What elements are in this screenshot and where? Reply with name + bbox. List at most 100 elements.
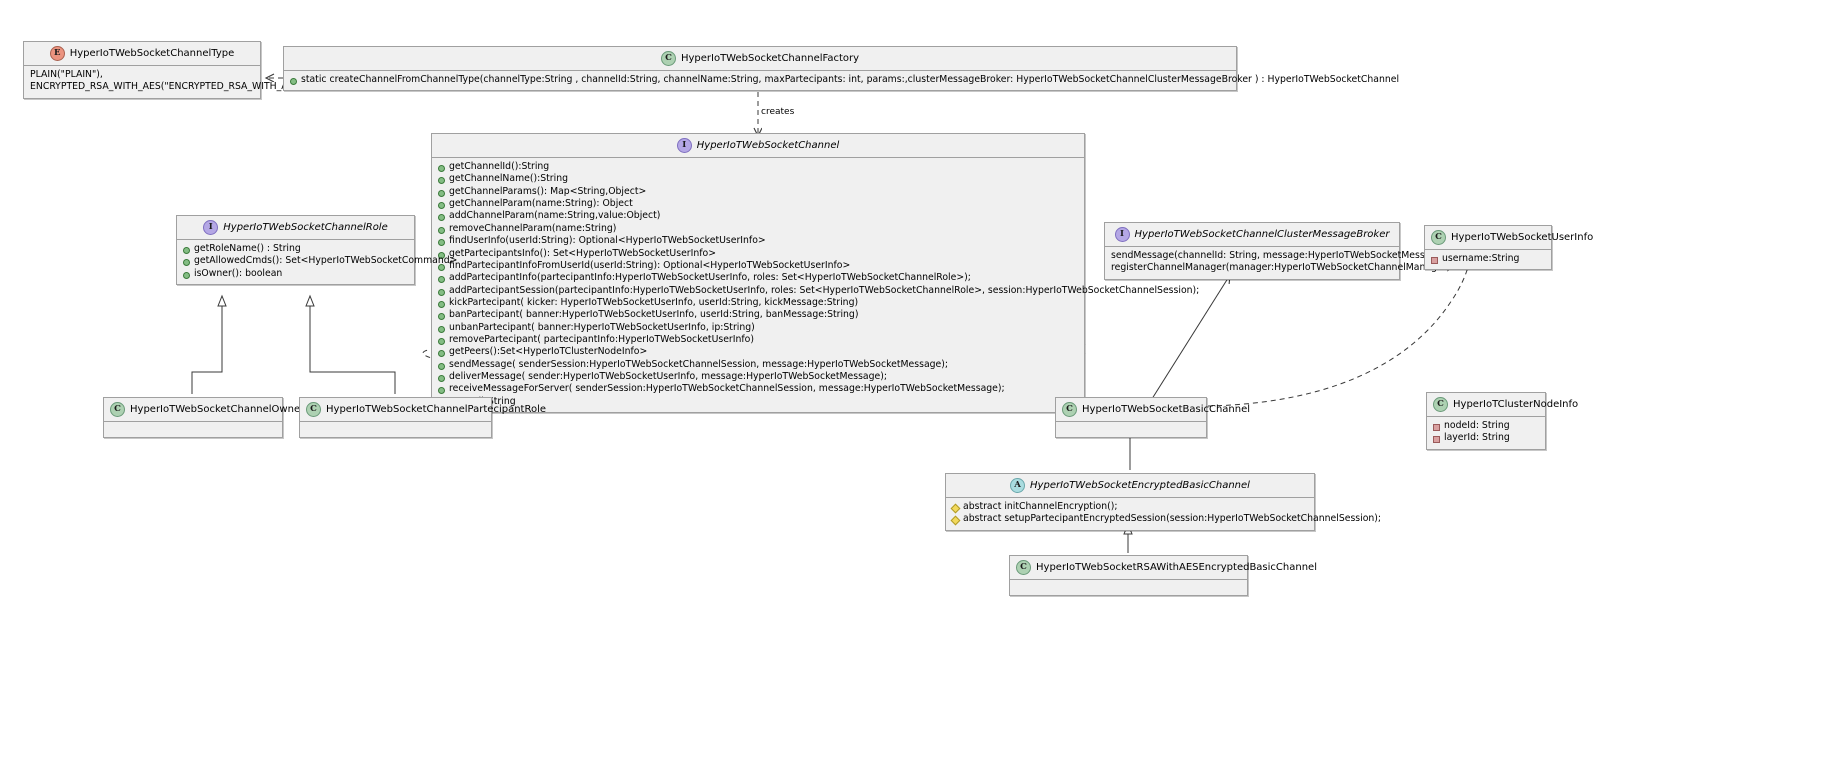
node-title: HyperIoTWebSocketChannelClusterMessageBr… bbox=[1134, 229, 1390, 240]
public-method-icon bbox=[438, 226, 445, 234]
node-encrypted-basic-channel[interactable]: A HyperIoTWebSocketEncryptedBasicChannel… bbox=[945, 473, 1381, 531]
member-text: unbanPartecipant( banner:HyperIoTWebSock… bbox=[449, 321, 755, 333]
public-method-icon bbox=[438, 177, 445, 185]
node-user-info[interactable]: C HyperIoTWebSocketUserInfo username:Str… bbox=[1424, 225, 1593, 271]
node-cluster-message-broker[interactable]: I HyperIoTWebSocketChannelClusterMessage… bbox=[1104, 222, 1450, 280]
member-text: getPartecipantsInfo(): Set<HyperIoTWebSo… bbox=[449, 247, 717, 259]
public-method-icon bbox=[290, 78, 297, 85]
node-title: HyperIoTWebSocketChannelRole bbox=[223, 222, 388, 233]
member-text: getPeers():Set<HyperIoTClusterNodeInfo> bbox=[449, 346, 648, 358]
member-row: receiveMessageForServer( senderSession:H… bbox=[437, 383, 1079, 395]
member-text: nodeId: String bbox=[1444, 420, 1510, 431]
member-text: addPartecipantInfo(partecipantInfo:Hyper… bbox=[449, 272, 971, 284]
public-method-icon bbox=[438, 387, 445, 395]
member-text: layerId: String bbox=[1444, 432, 1510, 444]
member-row: removeChannelParam(name:String) bbox=[437, 223, 1079, 235]
node-channel-factory[interactable]: C HyperIoTWebSocketChannelFactory static… bbox=[283, 46, 1399, 92]
member-row: username:String bbox=[1430, 253, 1546, 265]
node-cluster-node-info[interactable]: C HyperIoTClusterNodeInfo nodeId: String… bbox=[1426, 392, 1578, 450]
public-method-icon bbox=[438, 362, 445, 370]
public-method-icon bbox=[438, 239, 445, 247]
public-method-icon bbox=[438, 300, 445, 308]
member-row: kickPartecipant( kicker: HyperIoTWebSock… bbox=[437, 297, 1079, 309]
node-title: HyperIoTWebSocketChannelOwnerRole bbox=[130, 404, 326, 415]
member-text: removeChannelParam(name:String) bbox=[449, 222, 617, 234]
public-method-icon bbox=[438, 375, 445, 383]
member-row: getChannelParams(): Map<String,Object> bbox=[437, 186, 1079, 198]
public-method-icon bbox=[438, 202, 445, 210]
member-text: isOwner(): boolean bbox=[194, 267, 283, 279]
member-text: username:String bbox=[1442, 253, 1520, 264]
node-owner-role[interactable]: C HyperIoTWebSocketChannelOwnerRole bbox=[103, 397, 326, 438]
node-title: HyperIoTWebSocketEncryptedBasicChannel bbox=[1030, 480, 1250, 491]
member-row: findPartecipantInfoFromUserId(userId:Str… bbox=[437, 260, 1079, 272]
node-header: C HyperIoTWebSocketBasicChannel bbox=[1056, 398, 1250, 422]
public-method-icon bbox=[183, 247, 190, 254]
member-text: sendMessage( senderSession:HyperIoTWebSo… bbox=[449, 358, 949, 370]
node-title: HyperIoTWebSocketUserInfo bbox=[1451, 232, 1594, 243]
public-method-icon bbox=[438, 263, 445, 271]
public-method-icon bbox=[438, 214, 445, 222]
member-text: removePartecipant( partecipantInfo:Hyper… bbox=[449, 334, 754, 346]
member-row: isOwner(): boolean bbox=[182, 268, 409, 280]
node-channel-role[interactable]: I HyperIoTWebSocketChannelRole getRoleNa… bbox=[176, 215, 457, 286]
node-rsa-aes-channel[interactable]: C HyperIoTWebSocketRSAWithAESEncryptedBa… bbox=[1009, 555, 1317, 596]
member-text: kickPartecipant( kicker: HyperIoTWebSock… bbox=[449, 296, 859, 308]
node-body: getChannelId():String getChannelName():S… bbox=[432, 158, 1199, 413]
node-body: getRoleName() : String getAllowedCmds():… bbox=[177, 240, 457, 285]
node-body: nodeId: String layerId: String bbox=[1427, 417, 1545, 449]
member-text: findPartecipantInfoFromUserId(userId:Str… bbox=[449, 259, 851, 271]
node-header: C HyperIoTWebSocketUserInfo bbox=[1425, 226, 1593, 250]
node-channel-type-enum[interactable]: E HyperIoTWebSocketChannelType PLAIN("PL… bbox=[23, 41, 308, 99]
public-method-icon bbox=[183, 259, 190, 267]
node-body: abstract initChannelEncryption(); abstra… bbox=[946, 498, 1381, 530]
member-text: addChannelParam(name:String,value:Object… bbox=[449, 210, 661, 222]
member-text: deliverMessage( sender:HyperIoTWebSocket… bbox=[449, 371, 888, 383]
node-title: HyperIoTWebSocketChannelType bbox=[69, 48, 235, 59]
member-row: abstract setupPartecipantEncryptedSessio… bbox=[950, 513, 1381, 526]
node-header: C HyperIoTWebSocketChannelFactory bbox=[284, 47, 1236, 71]
member-text: getChannelName():String bbox=[449, 173, 568, 185]
member-row: addPartecipantSession(partecipantInfo:Hy… bbox=[437, 285, 1199, 297]
public-method-icon bbox=[438, 276, 445, 284]
member-row: getPartecipantsInfo(): Set<HyperIoTWebSo… bbox=[437, 248, 1079, 260]
enum-constant: ENCRYPTED_RSA_WITH_AES("ENCRYPTED_RSA_WI… bbox=[30, 81, 308, 93]
public-method-icon bbox=[438, 313, 445, 321]
node-partecipant-role[interactable]: C HyperIoTWebSocketChannelPartecipantRol… bbox=[299, 397, 546, 438]
member-text: abstract initChannelEncryption(); bbox=[963, 501, 1118, 512]
node-title: HyperIoTWebSocketChannel bbox=[696, 140, 840, 151]
member-row: getChannelName():String bbox=[437, 173, 1079, 185]
class-stereotype-icon: C bbox=[1433, 397, 1448, 412]
protected-method-icon bbox=[950, 503, 961, 514]
node-header: C HyperIoTWebSocketRSAWithAESEncryptedBa… bbox=[1010, 556, 1317, 580]
abstract-stereotype-icon: A bbox=[1010, 478, 1026, 493]
node-title: HyperIoTWebSocketBasicChannel bbox=[1082, 404, 1251, 415]
node-basic-channel[interactable]: C HyperIoTWebSocketBasicChannel bbox=[1055, 397, 1250, 438]
member-text: static createChannelFromChannelType(chan… bbox=[301, 74, 1400, 85]
enum-constant: PLAIN("PLAIN"), bbox=[30, 69, 103, 80]
public-method-icon bbox=[438, 251, 445, 259]
node-header: I HyperIoTWebSocketChannelRole bbox=[177, 216, 414, 240]
member-row: unbanPartecipant( banner:HyperIoTWebSock… bbox=[437, 322, 1079, 334]
class-stereotype-icon: C bbox=[110, 402, 125, 417]
public-method-icon bbox=[438, 189, 445, 197]
member-row: findUserInfo(userId:String): Optional<Hy… bbox=[437, 235, 1079, 247]
node-body: sendMessage(channelId: String, message:H… bbox=[1105, 247, 1450, 279]
member-row: sendMessage( senderSession:HyperIoTWebSo… bbox=[437, 359, 1079, 371]
interface-stereotype-icon: I bbox=[203, 220, 219, 235]
enum-stereotype-icon: E bbox=[49, 46, 65, 61]
member-row: getAllowedCmds(): Set<HyperIoTWebSocketC… bbox=[182, 255, 457, 267]
node-body: PLAIN("PLAIN"), ENCRYPTED_RSA_WITH_AES("… bbox=[24, 66, 308, 98]
class-stereotype-icon: C bbox=[1431, 230, 1446, 245]
node-channel-interface[interactable]: I HyperIoTWebSocketChannel getChannelId(… bbox=[431, 133, 1199, 414]
member-text: getChannelParam(name:String): Object bbox=[449, 198, 633, 210]
member-row: nodeId: String bbox=[1432, 420, 1540, 432]
member-text: getAllowedCmds(): Set<HyperIoTWebSocketC… bbox=[194, 255, 458, 267]
node-header: C HyperIoTWebSocketChannelOwnerRole bbox=[104, 398, 326, 422]
field-icon bbox=[1431, 257, 1438, 264]
node-body bbox=[1056, 422, 1206, 437]
node-body bbox=[1010, 580, 1247, 595]
class-stereotype-icon: C bbox=[306, 402, 321, 417]
public-method-icon bbox=[438, 165, 445, 172]
